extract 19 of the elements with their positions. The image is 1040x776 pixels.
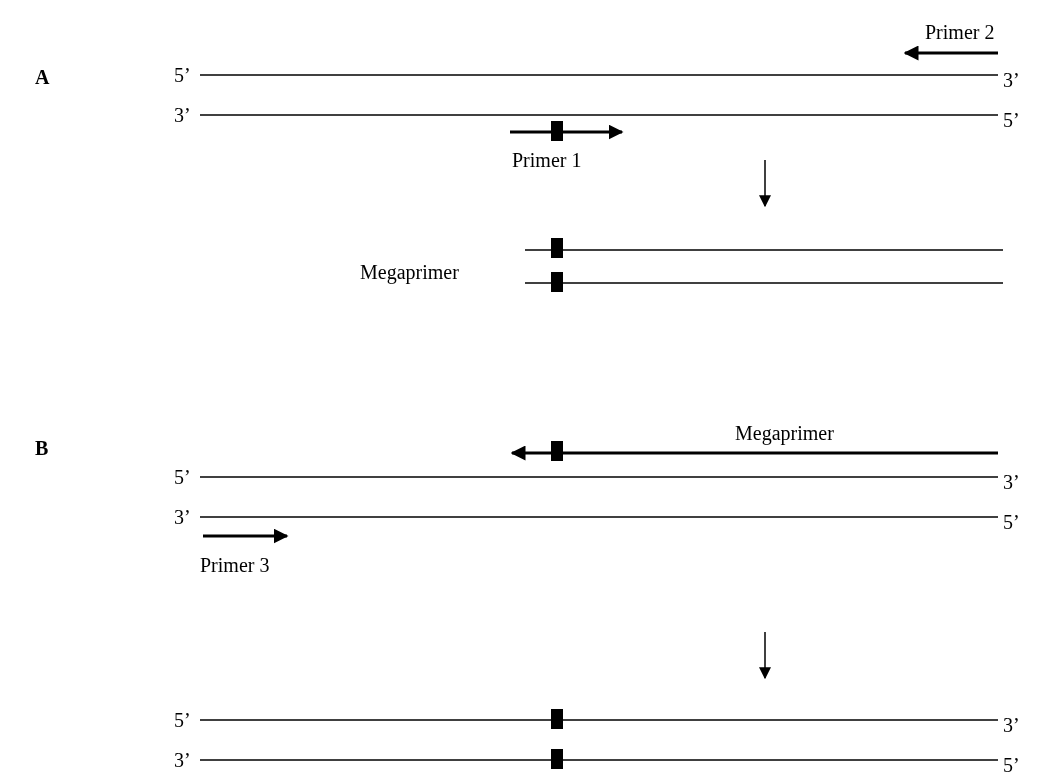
strand-end-label: 3’ [1003,471,1020,493]
strand-end-label: 3’ [174,749,191,771]
primer-label: Megaprimer [735,422,834,444]
primer-label: Primer 3 [200,554,270,576]
panel-letter: B [35,437,49,459]
strand-end-label: 3’ [1003,69,1020,91]
strand-end-label: 5’ [1003,754,1020,776]
strand-end-label: 3’ [174,104,191,126]
strand-end-label: 5’ [1003,511,1020,533]
strand-end-label: 5’ [174,64,191,86]
product-label: Megaprimer [360,261,459,283]
panel-letter: A [35,66,50,88]
strand-end-label: 3’ [174,506,191,528]
strand-end-label: 5’ [174,709,191,731]
strand-end-label: 3’ [1003,714,1020,736]
primer-label: Primer 1 [512,149,582,171]
primer-label: Primer 2 [925,21,995,43]
strand-end-label: 5’ [174,466,191,488]
strand-end-label: 5’ [1003,109,1020,131]
